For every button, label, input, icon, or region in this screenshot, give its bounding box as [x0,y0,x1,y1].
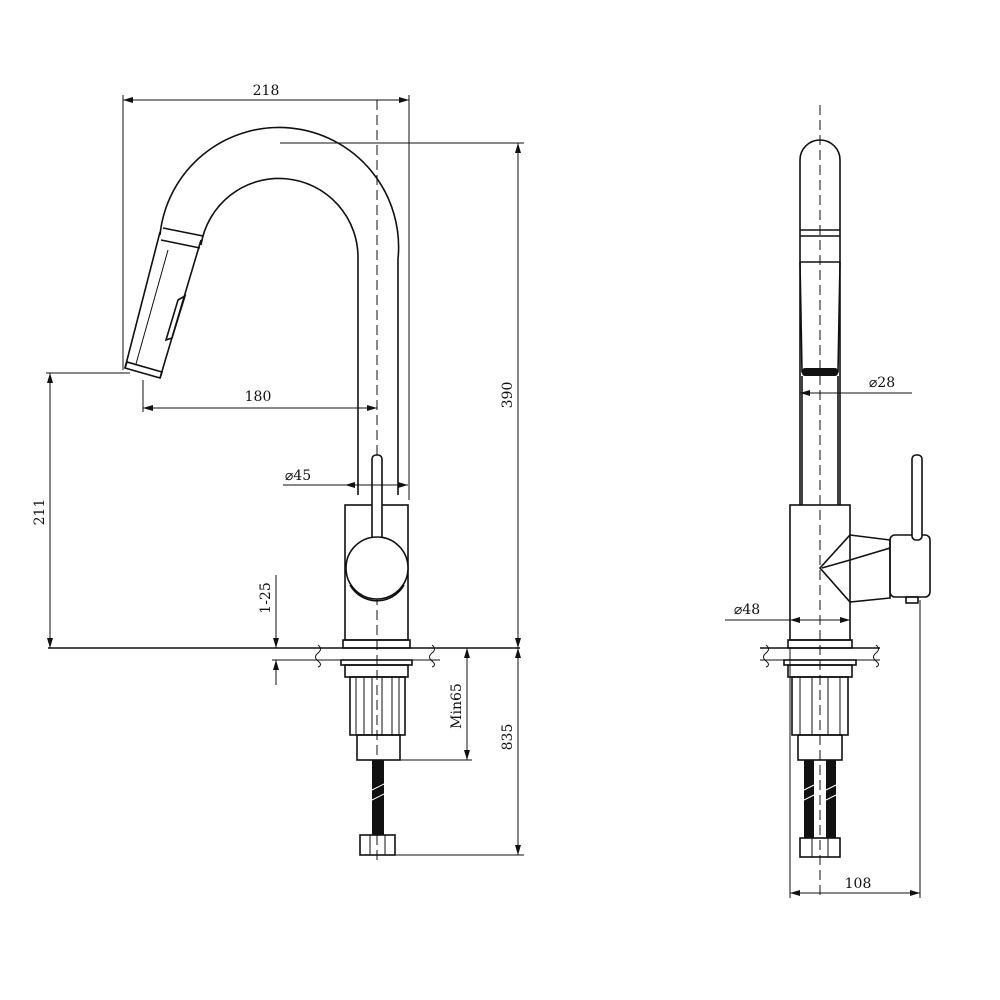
total-length-label: 835 [500,724,516,751]
front-countertop [48,644,520,668]
body-diameter-label: ⌀45 [285,468,311,484]
front-view: 218 180 390 211 ⌀45 1-25 Min65 835 [32,83,524,865]
depth-label: 108 [845,876,872,892]
spout-diameter-label: ⌀28 [869,375,895,391]
front-dimensions: 218 180 390 211 ⌀45 1-25 Min65 835 [32,83,524,856]
side-spout [799,139,841,505]
width-label: 218 [253,83,280,99]
reach-label: 180 [245,389,272,405]
front-body [342,454,411,649]
min-depth-label: Min65 [449,683,465,729]
front-mounting-assembly [340,659,413,856]
deck-thickness-label: 1-25 [258,582,274,613]
base-diameter-label: ⌀48 [734,602,760,618]
height-label: 390 [500,382,516,409]
side-body [787,454,931,649]
spout-height-label: 211 [32,499,48,526]
front-spout [123,126,400,495]
side-view: ⌀28 ⌀48 108 [725,105,931,898]
side-mounting-assembly [783,659,857,858]
side-dimensions: ⌀28 ⌀48 108 [725,375,921,898]
